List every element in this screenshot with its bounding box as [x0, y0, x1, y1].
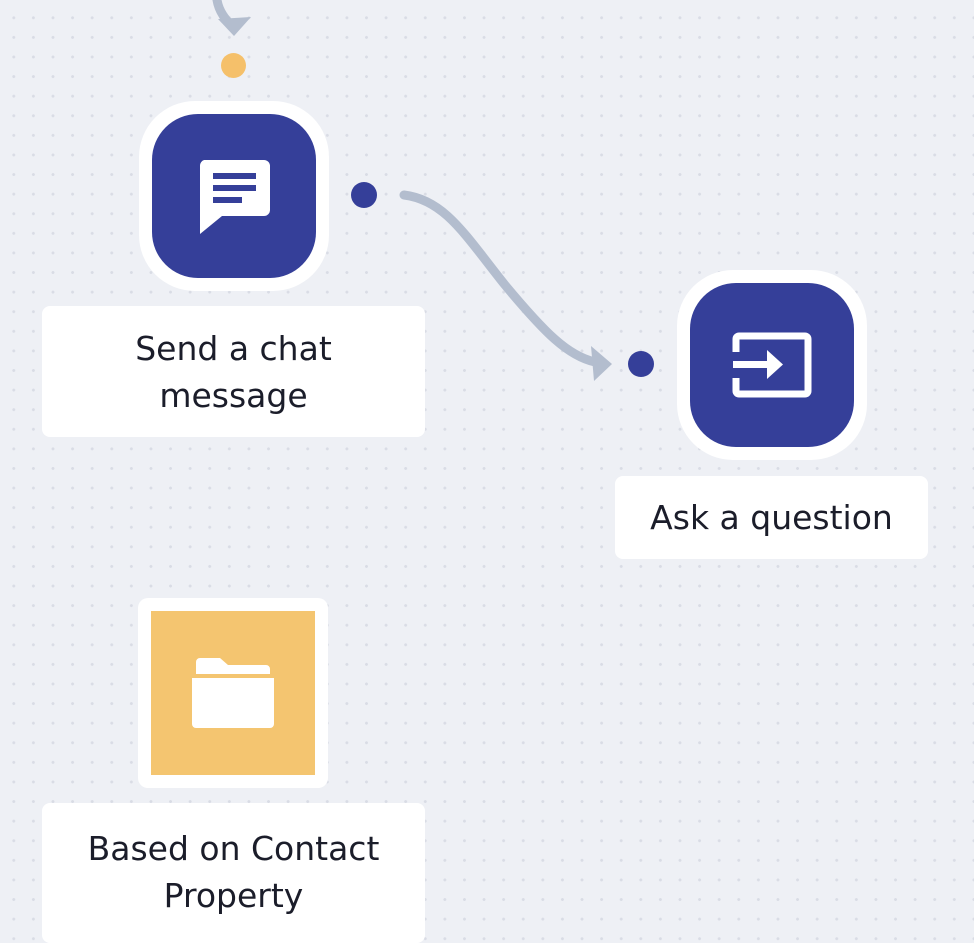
- connector-send-chat-to-ask-question[interactable]: [399, 190, 612, 381]
- ask-question-node-label[interactable]: Ask a question: [615, 476, 928, 559]
- send-chat-input-port[interactable]: [221, 53, 246, 78]
- ask-question-node-tile[interactable]: [690, 283, 854, 447]
- ask-question-label-text: Ask a question: [650, 498, 893, 537]
- send-chat-label-text: Send a chat message: [135, 328, 332, 415]
- contact-property-node-label[interactable]: Based on Contact Property: [42, 803, 425, 943]
- connector-incoming-to-send-chat[interactable]: [212, 0, 251, 36]
- contact-property-label-text: Based on Contact Property: [87, 829, 380, 915]
- chat-message-icon: [196, 158, 272, 234]
- input-arrow-icon: [731, 332, 813, 398]
- ask-question-input-port[interactable]: [628, 351, 654, 377]
- connector-arrowhead-icon: [218, 17, 251, 36]
- folder-icon: [190, 656, 276, 730]
- send-chat-node-label[interactable]: Send a chat message: [42, 306, 425, 437]
- send-chat-output-port[interactable]: [351, 182, 377, 208]
- send-chat-node-tile[interactable]: [152, 114, 316, 278]
- contact-property-node-tile[interactable]: [151, 611, 315, 775]
- connector-arrowhead-icon: [591, 346, 612, 381]
